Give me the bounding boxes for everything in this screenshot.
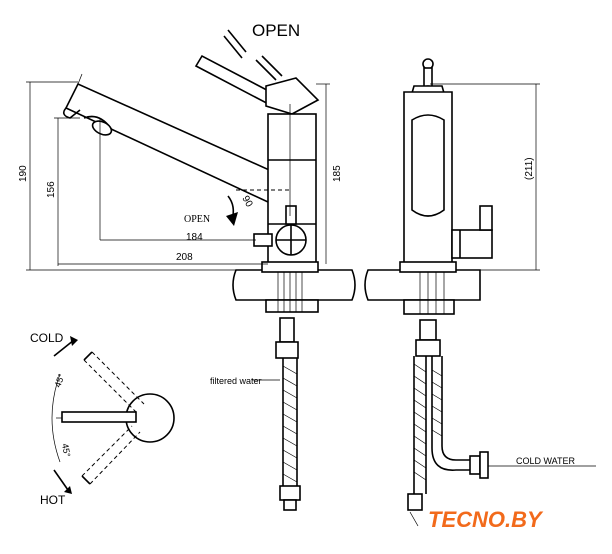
dim-190: 190 — [18, 165, 29, 182]
front-hoses — [407, 319, 596, 527]
hot-label: HOT — [40, 493, 66, 507]
open-small-label: OPEN — [184, 214, 210, 225]
cold-label: COLD — [30, 331, 64, 345]
side-view: OPEN OPEN 190 156 185 184 208 90 filtere… — [18, 21, 356, 511]
tecno-by-logo: TECNO.BY — [428, 507, 544, 532]
cold-water-label: COLD WATER — [516, 456, 576, 466]
angle-bottom-label: 45° — [60, 443, 72, 459]
dim-185: 185 — [332, 165, 343, 182]
angle-top-label: 45° — [52, 372, 66, 389]
filtered-water-label: filtered water — [210, 376, 262, 386]
filtered-water-hose — [252, 317, 301, 511]
logo-text: TECNO.BY — [428, 507, 544, 532]
dim-211: (211) — [524, 157, 535, 180]
open-rotation-arrow — [226, 195, 238, 226]
dim-90: 90 — [239, 194, 254, 210]
spout — [62, 73, 289, 203]
dim-184: 184 — [186, 232, 203, 243]
dim-208: 208 — [176, 252, 193, 263]
dimension-lines-side — [26, 81, 330, 271]
countertop-left — [232, 261, 356, 313]
faucet-body — [253, 113, 317, 265]
lever-handle — [194, 29, 320, 115]
front-view: (211) COLD WATER — [364, 58, 596, 527]
lever-angle-view: COLD HOT 45° 45° — [30, 331, 175, 507]
open-top-label: OPEN — [252, 21, 300, 40]
dim-156: 156 — [46, 181, 57, 198]
